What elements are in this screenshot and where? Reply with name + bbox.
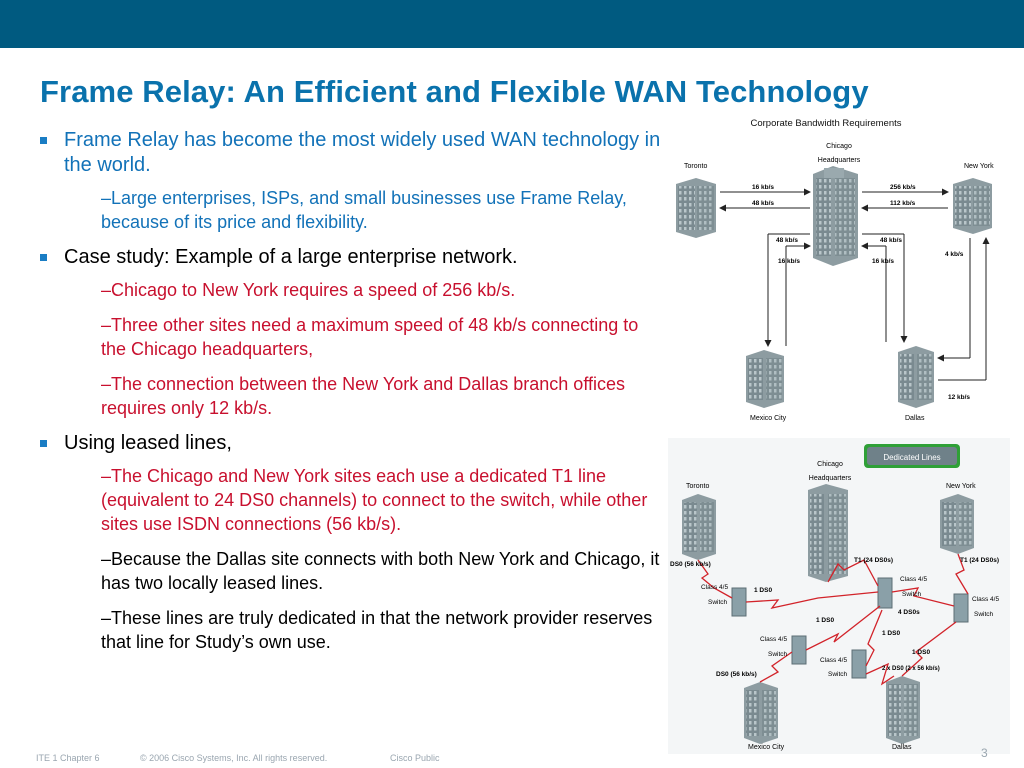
- class45-newyork: Class 4/5: [972, 596, 999, 603]
- bullet-case-study: Case study: Example of a large enterpris…: [36, 245, 661, 270]
- dallas-down-speed: 16 kb/s: [872, 258, 894, 265]
- slide-title: Frame Relay: An Efficient and Flexible W…: [40, 74, 869, 109]
- subbullet-three-sites: –Three other sites need a maximum speed …: [101, 315, 639, 359]
- mexico-city-label: Mexico City: [750, 415, 787, 422]
- toronto-building-icon-2: [682, 494, 716, 560]
- ny-in-speed: 112 kb/s: [890, 200, 916, 207]
- switch-central-icon: [877, 577, 893, 609]
- bullet-marker: [40, 440, 47, 447]
- four-ds0s: 4 DS0s: [898, 609, 920, 616]
- one-ds0-dallas: 1 DS0: [912, 649, 930, 656]
- chicago-label-2: Chicago: [817, 461, 843, 468]
- svg-text:Dedicated Lines: Dedicated Lines: [883, 453, 940, 462]
- switch-dallas-icon: [851, 649, 867, 679]
- bullet-marker: [40, 254, 47, 261]
- one-ds0-right: 1 DS0: [882, 630, 900, 637]
- dedicated-lines-badge: Dedicated Lines: [864, 444, 960, 468]
- ds0-56-toronto: DS0 (56 kb/s): [670, 561, 711, 568]
- subbullet-chicago-newyork: –Chicago to New York requires a speed of…: [101, 280, 516, 300]
- class45-mexico: Class 4/5: [760, 636, 787, 643]
- headquarters-label-2: Headquarters: [809, 475, 852, 482]
- bullet-frame-relay-widely-used: Frame Relay has become the most widely u…: [36, 128, 661, 178]
- bullet-list: Frame Relay has become the most widely u…: [36, 128, 661, 665]
- bandwidth-requirements-diagram: Corporate Bandwidth Requirements Chicago…: [676, 118, 994, 422]
- ds0-56-mexico: DS0 (56 kb/s): [716, 671, 757, 678]
- dallas-building-icon: [898, 346, 934, 408]
- class45-dallas: Class 4/5: [820, 657, 847, 664]
- page-number: 3: [981, 746, 988, 760]
- new-york-building-icon: [953, 178, 992, 234]
- dedicated-lines-diagram: Dedicated Lines Chicago Headquarters Tor…: [668, 438, 1010, 754]
- switch-newyork-label: Switch: [974, 611, 994, 618]
- ny-out-speed: 256 kb/s: [890, 184, 916, 191]
- mexico-up-speed: 48 kb/s: [776, 237, 798, 244]
- ny-dallas-speed-bottom: 12 kb/s: [948, 394, 970, 401]
- new-york-label: New York: [964, 163, 994, 170]
- mexico-city-building-icon: [746, 350, 784, 408]
- t1-chicago: T1 (24 DS0s): [854, 557, 893, 564]
- dallas-label-2: Dallas: [892, 744, 912, 751]
- toronto-label-2: Toronto: [686, 483, 709, 490]
- diagram1-title: Corporate Bandwidth Requirements: [750, 118, 901, 129]
- one-ds0-toronto: 1 DS0: [754, 587, 772, 594]
- dallas-building-icon-2: [886, 676, 920, 744]
- two-ds0: 2 x DS0 (2 x 56 kb/s): [882, 666, 940, 672]
- mexico-city-building-icon-2: [744, 682, 778, 744]
- footer-copyright: © 2006 Cisco Systems, Inc. All rights re…: [140, 753, 328, 763]
- t1-newyork: T1 (24 DS0s): [960, 557, 999, 564]
- mexico-down-speed: 16 kb/s: [778, 258, 800, 265]
- switch-newyork-icon: [953, 593, 969, 623]
- toronto-out-speed: 16 kb/s: [752, 184, 774, 191]
- subbullet-dallas-two-lines: –Because the Dallas site connects with b…: [101, 549, 660, 593]
- chicago-building-icon-2: [808, 484, 848, 582]
- toronto-in-speed: 48 kb/s: [752, 200, 774, 207]
- class45-toronto: Class 4/5: [701, 584, 728, 591]
- dallas-up-speed: 48 kb/s: [880, 237, 902, 244]
- new-york-building-icon-2: [940, 494, 974, 554]
- subbullet-large-enterprises: –Large enterprises, ISPs, and small busi…: [101, 188, 627, 232]
- ny-dallas-speed-top: 4 kb/s: [945, 251, 964, 258]
- footer-classification: Cisco Public: [390, 753, 440, 763]
- switch-mexico-label: Switch: [768, 651, 788, 658]
- slide-header-bar: [0, 0, 1024, 48]
- one-ds0-mid: 1 DS0: [816, 617, 834, 624]
- subbullet-dedicated: –These lines are truly dedicated in that…: [101, 608, 653, 652]
- toronto-building-icon: [676, 178, 716, 238]
- switch-mexico-icon: [791, 635, 807, 665]
- new-york-label-2: New York: [946, 483, 976, 490]
- dallas-label: Dallas: [905, 415, 925, 422]
- toronto-label: Toronto: [684, 163, 707, 170]
- subbullet-t1-lines: –The Chicago and New York sites each use…: [101, 466, 648, 534]
- switch-dallas-label: Switch: [828, 671, 848, 678]
- chicago-building-icon: [813, 166, 858, 266]
- bullet-leased-lines: Using leased lines,: [36, 431, 661, 456]
- switch-central-label: Switch: [902, 591, 922, 598]
- footer-course: ITE 1 Chapter 6: [36, 753, 100, 763]
- headquarters-label: Headquarters: [818, 157, 861, 164]
- mexico-city-label-2: Mexico City: [748, 744, 785, 751]
- class45-central: Class 4/5: [900, 576, 927, 583]
- chicago-label: Chicago: [826, 143, 852, 150]
- switch-toronto-label: Switch: [708, 599, 728, 606]
- leased-lines: [697, 553, 969, 686]
- bullet-marker: [40, 137, 47, 144]
- subbullet-ny-dallas: –The connection between the New York and…: [101, 374, 626, 418]
- switch-toronto-icon: [731, 587, 747, 617]
